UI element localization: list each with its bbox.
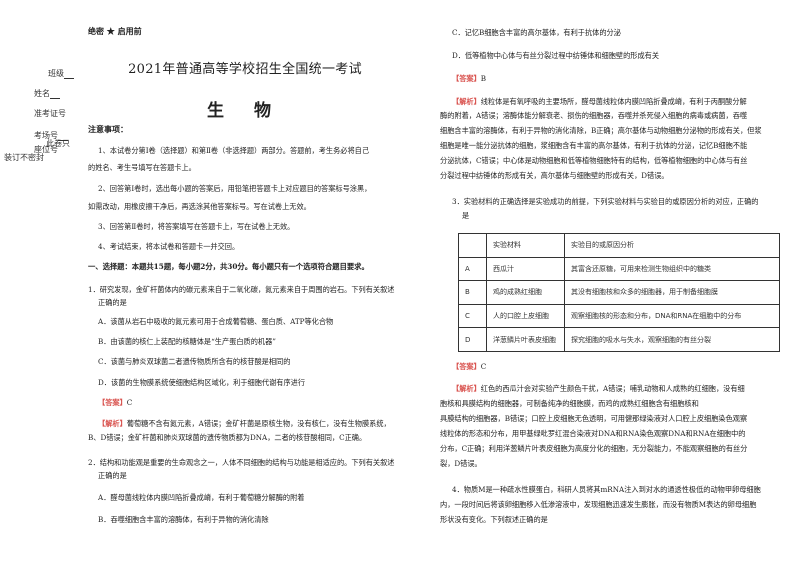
q3-table: 实验材料 实验目的或原因分析 A 西瓜汁 其富含还原糖，可用来检测生物组织中的糖… xyxy=(458,233,780,352)
table-row: D 洋葱鳞片叶表皮细胞 探究细胞的吸水与失水，观察细胞的有丝分裂 xyxy=(458,327,780,352)
q2-option-d: D．低等植物中心体与有丝分裂过程中纺锤体和细胞壁的形成有关 xyxy=(452,51,660,60)
q1-option-c: C．该菌与肺炎双球菌二者遗传物质所含有的核苷酸是相同的 xyxy=(98,357,291,366)
class-label: 班级 xyxy=(48,68,74,79)
q2-stem: 2．结构和功能观是重要的生命观念之一，人体不同细胞的结构与功能是相适应的。下列有… xyxy=(88,458,395,467)
q4-stem: 4．物质M是一种疏水性膜蛋白，科研人员将其mRNA注入到对水的通透性极低的动物甲… xyxy=(452,485,761,494)
q4-stem-line: 形状没有变化。下列叙述正确的是 xyxy=(440,515,548,524)
q2-stem-cont: 正确的是 xyxy=(98,471,127,480)
q2-option-c: C．记忆B细胞含丰富的高尔基体，有利于抗体的分泌 xyxy=(452,28,621,37)
room-label: 考场号 xyxy=(34,130,68,141)
table-cell: 鸡的成熟红细胞 xyxy=(486,280,565,305)
binding-strip: 班级 姓名 准考证号 考场号 座位号 此卷只 装订不密封 xyxy=(0,40,80,240)
subject-title: 生 物 xyxy=(207,101,283,121)
table-cell: 观察细胞核的形态和分布，DNA和RNA在细胞中的分布 xyxy=(564,303,780,329)
table-cell: 其富含还原糖，可用来检测生物组织中的糖类 xyxy=(564,256,780,282)
table-row: C 人的口腔上皮细胞 观察细胞核的形态和分布，DNA和RNA在细胞中的分布 xyxy=(458,303,780,329)
q2-option-b: B．吞噬细胞含丰富的溶酶体，有利于异物的消化清除 xyxy=(98,515,269,524)
q2-option-a: A．醛母菌线粒体内膜凹陷折叠成嵴，有利于葡萄糖分解酶的附着 xyxy=(98,493,305,502)
note-line: 的姓名、考生号填写在答题卡上。 xyxy=(88,163,196,172)
table-cell: 洋葱鳞片叶表皮细胞 xyxy=(486,327,565,352)
q1-stem-cont: 正确的是 xyxy=(98,298,127,307)
table-cell xyxy=(458,233,487,258)
notes-heading: 注意事项： xyxy=(88,124,128,134)
q1-explanation: 【解析】葡萄糖不含有氮元素，A错误；金矿杆菌是原核生物，没有核仁，没有生物膜系统… xyxy=(98,419,391,428)
table-cell: B xyxy=(458,280,487,305)
note-line: 2、回答第Ⅰ卷时，选出每小题的答案后，用铅笔把答题卡上对应题目的答案标号涂黑， xyxy=(98,184,372,193)
table-cell: 西瓜汁 xyxy=(486,256,565,282)
table-cell: 探究细胞的吸水与失水，观察细胞的有丝分裂 xyxy=(564,327,780,352)
table-row: A 西瓜汁 其富含还原糖，可用来检测生物组织中的糖类 xyxy=(458,256,780,282)
table-header-row: 实验材料 实验目的或原因分析 xyxy=(458,233,780,258)
q1-stem: 1．研究发现，金矿杆菌体内的碳元素来自于二氧化碳，氮元素来自于周围的岩石。下列有… xyxy=(88,285,395,294)
q1-explanation-cont: B、D错误；金矿杆菌和肺炎双球菌的遗传物质都为DNA，二者的核苷酸相同，C正确。 xyxy=(88,433,367,442)
table-cell: 其没有细胞核和众多的细胞器，用于制备细胞膜 xyxy=(564,280,780,305)
note-line: 1、本试卷分第Ⅰ卷（选择题）和第Ⅱ卷（非选择题）两部分。答题前，考生务必将自己 xyxy=(98,146,370,155)
q2-explanation-line: 分裂过程中纺锤体的形成有关，高尔基体与细胞壁的形成有关，D错误。 xyxy=(440,171,669,180)
table-cell: C xyxy=(458,303,487,329)
table-cell: A xyxy=(458,256,487,282)
note-line: 4、考试结束，将本试卷和答题卡一并交回。 xyxy=(98,242,240,251)
table-cell: D xyxy=(458,327,487,352)
q3-stem-cont: 是 xyxy=(462,211,470,220)
q4-stem-line: 内，一段时间后将该卵细胞移入低渗溶液中，发现细胞迅速发生膨胀，而没有物质M表达的… xyxy=(440,500,757,509)
q3-stem: 3．实验材料的正确选择是实验成功的前提，下列实验材料与实验目的或原因分析的对应，… xyxy=(452,197,759,206)
section-title: 一、选择题：本题共15题，每小题2分，共30分。每小题只有一个选项符合题目要求。 xyxy=(88,262,369,271)
q2-explanation-line: 细胞含丰富的溶酶体，有利于异物的消化清除，B正确；高尔基体与动物细胞分泌物的形成… xyxy=(440,126,762,135)
q2-explanation: 【解析】线粒体是有氧呼吸的主要场所，醛母菌线粒体内膜凹陷折叠成嵴，有利于丙酮酸分… xyxy=(452,97,747,106)
q3-explanation-line: 胞核和具膜结构的细胞器，可制备纯净的细胞膜，而鸡的成熟红细胞含有细胞核和 xyxy=(440,399,699,408)
note-line: 如需改动，用橡皮擦干净后，再选涂其他答案标号。写在试卷上无效。 xyxy=(88,202,311,211)
q1-answer: 【答案】C xyxy=(98,398,133,407)
q1-option-a: A．该菌从岩石中吸收的氮元素可用于合成葡萄糖、蛋白质、ATP等化合物 xyxy=(98,317,334,326)
q3-answer: 【答案】C xyxy=(452,362,487,371)
q3-explanation: 【解析】红色的西瓜汁会对实验产生颜色干扰，A错误；哺乳动物和人成熟的红细胞，没有… xyxy=(452,384,745,393)
q1-option-d: D．该菌的生物膜系统使细胞结构区域化，利于细胞代谢有序进行 xyxy=(98,378,306,387)
name-label: 姓名 xyxy=(34,88,60,99)
q2-explanation-line: 酶的附着，A错误；溶酶体能分解衰老、损伤的细胞器，吞噬并杀死侵入细胞的病毒或病菌… xyxy=(440,111,748,120)
table-cell: 实验材料 xyxy=(486,233,565,258)
q3-explanation-line: 线粒体的形态和分布，用甲基绿吡罗红混合染液对DNA和RNA染色观察DNA和RNA… xyxy=(440,429,746,438)
binding-note-a: 此卷只 xyxy=(46,139,70,148)
table-row: B 鸡的成熟红细胞 其没有细胞核和众多的细胞器，用于制备细胞膜 xyxy=(458,280,780,305)
q3-explanation-line: 具膜结构的细胞器，B错误；口腔上皮细胞无色透明，可用健那绿染液对人口腔上皮细胞染… xyxy=(440,414,748,423)
q2-answer: 【答案】B xyxy=(452,74,487,83)
seat-label: 座位号 xyxy=(34,145,58,154)
q3-explanation-line: 裂，D错误。 xyxy=(440,459,482,468)
q2-explanation-line: 分泌抗体，C错误；中心体是动物细胞和低等植物细胞特有的结构，低等植物细胞的中心体… xyxy=(440,156,748,165)
table-cell: 实验目的或原因分析 xyxy=(564,233,780,258)
binding-note-b: 装订不密封 xyxy=(4,153,44,162)
note-line: 3、回答第Ⅱ卷时，将答案填写在答题卡上，写在试卷上无效。 xyxy=(98,222,295,231)
secret-mark: 绝密 ★ 启用前 xyxy=(88,26,142,36)
q2-explanation-line: 细胞是唯一能分泌抗体的细胞，浆细胞含有丰富的高尔基体，有利于抗体的分泌，记忆B细… xyxy=(440,141,748,150)
table-cell: 人的口腔上皮细胞 xyxy=(486,303,565,329)
exam-title: 2021年普通高等学校招生全国统一考试 xyxy=(128,62,362,77)
exam-no-label: 准考证号 xyxy=(34,109,66,118)
q3-explanation-line: 分布，C正确；利用洋葱鳞片叶表皮细胞为高度分化的细胞，无分裂能力，不能观察细胞的… xyxy=(440,444,748,453)
q1-option-b: B．由该菌的核仁上装配的核糖体是“生产蛋白质的机器” xyxy=(98,337,276,346)
